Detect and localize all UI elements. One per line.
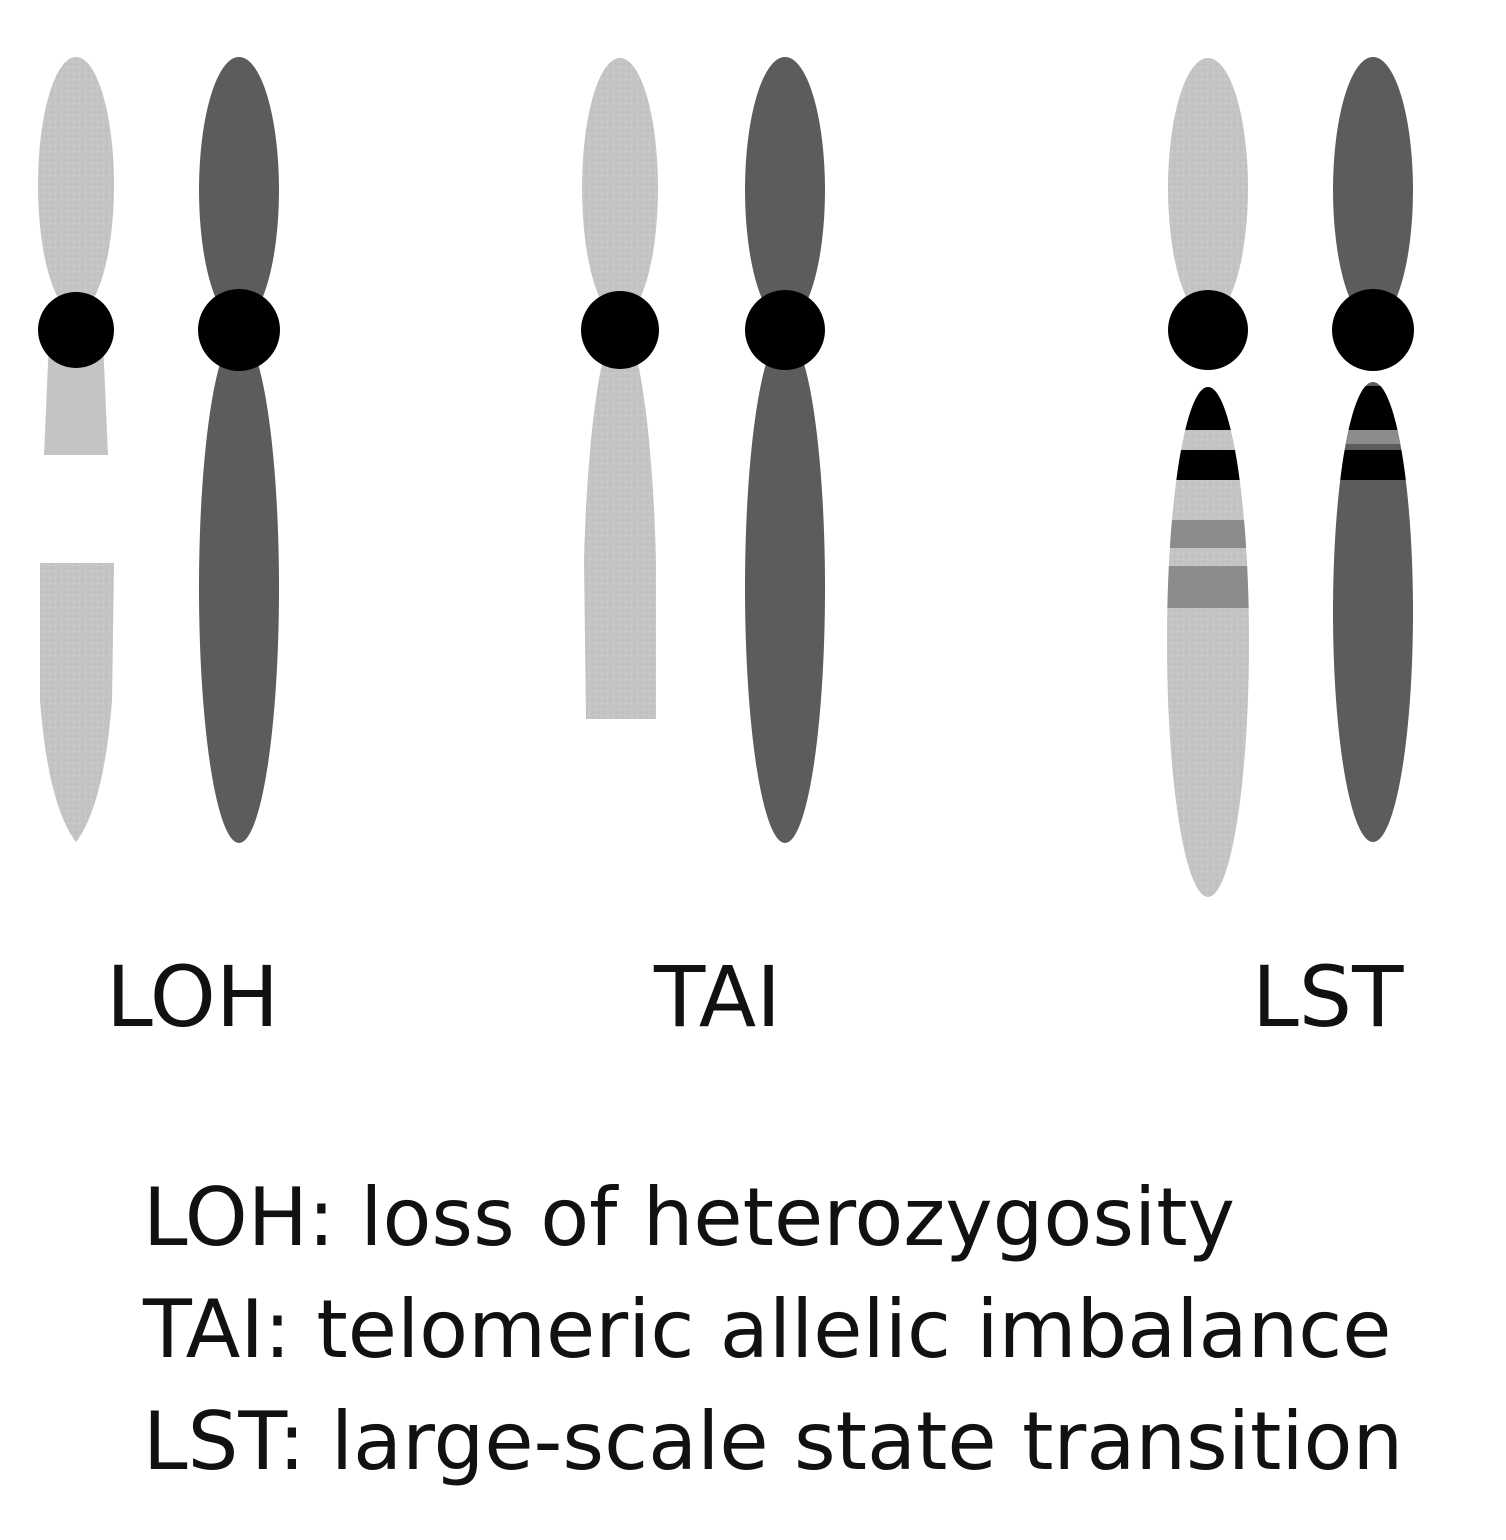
tai-light-centromere <box>581 291 659 369</box>
tai-dark-upper-arm <box>745 57 825 323</box>
legend-item-tai: TAI: telomeric allelic imbalance <box>143 1283 1392 1376</box>
legend: LOH: loss of heterozygosity TAI: telomer… <box>143 1162 1403 1498</box>
loh-light-centromere <box>38 292 114 368</box>
lst-dark-upper-arm <box>1333 57 1413 323</box>
loh-light-lower-stub <box>44 340 108 455</box>
lst-light-centromere <box>1168 290 1248 370</box>
tai-dark-centromere <box>745 290 825 370</box>
loh-label: LOH <box>106 948 279 1046</box>
lst-dark-band-1 <box>1333 386 1413 430</box>
lst-panel: LST <box>1167 57 1414 1046</box>
tai-panel: TAI <box>581 57 825 1046</box>
lst-dark-lower-arm <box>1333 382 1413 842</box>
lst-light-band-1 <box>1167 387 1249 430</box>
lst-label: LST <box>1252 948 1404 1046</box>
loh-dark-centromere <box>198 289 280 371</box>
loh-dark-upper-arm <box>199 57 279 323</box>
loh-dark-lower-arm <box>199 333 279 843</box>
tai-label: TAI <box>653 948 781 1046</box>
lst-light-band-2 <box>1167 450 1249 480</box>
legend-item-loh: LOH: loss of heterozygosity <box>143 1171 1235 1264</box>
loh-panel: LOH <box>38 57 280 1046</box>
lst-dark-band-3 <box>1333 450 1413 480</box>
lst-dark-band-2 <box>1333 430 1413 444</box>
legend-item-lst: LST: large-scale state transition <box>143 1395 1404 1488</box>
lst-dark-centromere <box>1332 289 1414 371</box>
lst-light-band-4 <box>1167 566 1249 608</box>
tai-dark-lower-arm <box>745 333 825 843</box>
lst-light-band-3 <box>1167 520 1249 548</box>
